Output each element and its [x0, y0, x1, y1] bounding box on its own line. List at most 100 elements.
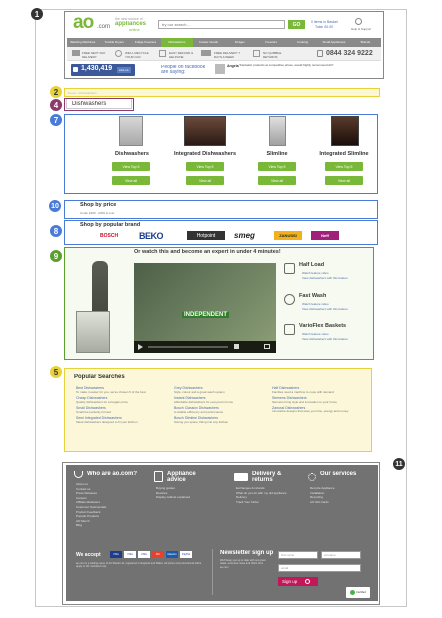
- nav-item-0[interactable]: Washing Machines: [70, 40, 96, 44]
- footer-link[interactable]: Buying guides: [156, 486, 175, 490]
- thumbs-up-icon: [73, 67, 78, 72]
- help-icon[interactable]: [355, 18, 362, 25]
- nav-item-4[interactable]: Cooker Hoods: [198, 40, 218, 44]
- footer-link[interactable]: Recycle Appliance: [310, 486, 335, 490]
- brand-beko[interactable]: BEKO: [139, 231, 164, 241]
- like-button[interactable]: Like us: [117, 67, 131, 73]
- category-name[interactable]: Integrated Dishwashers: [173, 151, 237, 157]
- annotation-box-11: [62, 462, 380, 605]
- popular-link[interactable]: Semi Integrated Dishwashers: [76, 416, 122, 420]
- surname-input[interactable]: surname: [321, 551, 361, 559]
- brand-bosch[interactable]: BOSCH: [100, 233, 119, 239]
- nav-item-9[interactable]: Brands: [360, 40, 371, 44]
- nav-item-2[interactable]: Fridge Freezers: [134, 40, 157, 44]
- basket-link[interactable]: 0 items in Basket: [311, 20, 338, 24]
- popular-link[interactable]: Best Dishwashers: [76, 386, 105, 390]
- footer-link[interactable]: Contact us: [76, 486, 91, 491]
- watch-video-link[interactable]: Watch feature video: [302, 332, 329, 336]
- help-label[interactable]: Help & Support: [351, 27, 372, 31]
- view-feature-link[interactable]: View dishwashers with this feature: [302, 276, 348, 280]
- view-top5-button[interactable]: View Top 5: [186, 162, 224, 171]
- footer-link[interactable]: Recycling: [310, 495, 324, 500]
- popular-link[interactable]: Cheap Dishwashers: [76, 396, 108, 400]
- footer-link[interactable]: Careers: [76, 495, 87, 500]
- view-all-button[interactable]: View all: [325, 176, 363, 185]
- price-links[interactable]: Under £300 · £300 & over: [80, 211, 115, 215]
- view-top5-button[interactable]: View Top 5: [258, 162, 296, 171]
- view-top5-button[interactable]: View Top 5: [325, 162, 363, 171]
- signup-button[interactable]: Sign up: [278, 577, 318, 586]
- social-bar: 1,430,419 Like us People on facebook are…: [67, 62, 381, 79]
- smile-icon: [74, 471, 83, 478]
- email-input[interactable]: email: [278, 564, 361, 572]
- footer-link[interactable]: Delivery: [236, 495, 247, 500]
- popular-title: Popular Searches: [74, 374, 125, 380]
- footer-link[interactable]: About us: [76, 482, 88, 486]
- view-top5-button[interactable]: View Top 5: [112, 162, 150, 171]
- footer-link[interactable]: Display cabinet explained: [156, 495, 191, 500]
- volume-icon[interactable]: [234, 344, 239, 349]
- popular-link[interactable]: Small Dishwashers: [76, 406, 106, 410]
- phone-number[interactable]: 0844 324 9222: [326, 50, 373, 57]
- footer-link[interactable]: Exchanges & refunds: [236, 486, 265, 490]
- video-controls[interactable]: [134, 341, 276, 353]
- view-all-button[interactable]: View all: [258, 176, 296, 185]
- category-tile[interactable]: Dishwashers View Top 5 View all: [102, 114, 162, 192]
- first-name-input[interactable]: first name: [278, 551, 318, 559]
- popular-desc: Innovative designs that save you time, e…: [272, 410, 349, 413]
- popular-link[interactable]: Siemens Dishwashers: [272, 396, 307, 400]
- footer-link[interactable]: Track Your Order: [236, 499, 259, 504]
- footer-link[interactable]: Popular Products: [76, 514, 100, 519]
- footer-link[interactable]: AO Gift Cards: [310, 499, 329, 504]
- footer-link[interactable]: Customer Testimonials: [76, 504, 107, 509]
- nav-item-6[interactable]: Freezers: [265, 40, 278, 44]
- integrated-slimline-image: [331, 116, 359, 146]
- view-feature-link[interactable]: View dishwashers with this feature: [302, 337, 348, 341]
- footer-link[interactable]: Product Feedback: [76, 509, 101, 514]
- nav-item-3[interactable]: Dishwashers: [161, 38, 193, 47]
- popular-link[interactable]: Instant Dishwashers: [174, 396, 206, 400]
- nav-item-1[interactable]: Tumble Dryers: [104, 40, 124, 44]
- watch-video-link[interactable]: Watch feature video: [302, 302, 329, 306]
- category-name[interactable]: Integrated Slimline: [319, 151, 369, 157]
- category-tile[interactable]: Slimline View Top 5 View all: [247, 114, 307, 192]
- watch-video-link[interactable]: Watch feature video: [302, 271, 329, 275]
- category-name[interactable]: Dishwashers: [115, 151, 149, 157]
- footer-link[interactable]: Blog: [76, 523, 83, 528]
- logo[interactable]: ao .com: [73, 12, 113, 36]
- search-go-button[interactable]: GO: [288, 20, 305, 29]
- view-all-button[interactable]: View all: [186, 176, 224, 185]
- play-icon[interactable]: [138, 344, 143, 350]
- nav-item-8[interactable]: Small Appliances: [322, 40, 346, 44]
- search-input[interactable]: try our search...: [158, 20, 285, 29]
- popular-link[interactable]: Half Dishwashers: [272, 386, 300, 390]
- category-tile[interactable]: Integrated Slimline View Top 5 View all: [311, 114, 377, 192]
- mastercard-icon: MC: [152, 551, 164, 558]
- footer-link[interactable]: Reviews: [156, 490, 168, 495]
- popular-link[interactable]: Zanussi Dishwashers: [272, 406, 306, 410]
- popular-link[interactable]: Bosch Slimline Dishwashers: [174, 416, 218, 420]
- brand-smeg[interactable]: smeg: [234, 231, 255, 240]
- footer-link[interactable]: What do you do with my old appliance: [236, 490, 287, 495]
- woman-with-dishwasher-image: [76, 261, 132, 355]
- footer-link[interactable]: Installation: [310, 490, 325, 495]
- category-name[interactable]: Slimline: [266, 151, 288, 157]
- nav-item-7[interactable]: Cooking: [297, 40, 309, 44]
- footer-link[interactable]: Press Releases: [76, 491, 98, 496]
- category-tile[interactable]: Integrated Dishwashers View Top 5 View a…: [170, 114, 240, 192]
- nav-item-5[interactable]: Fridges: [234, 40, 245, 44]
- video-player[interactable]: INDEPENDENT: [134, 263, 276, 353]
- popular-link[interactable]: Grey Dishwashers: [174, 386, 203, 390]
- brand-neff[interactable]: Neff: [311, 231, 339, 240]
- popular-link[interactable]: Bosch Classixx Dishwashers: [174, 406, 219, 410]
- footer-link[interactable]: AO Merch: [76, 518, 90, 523]
- certified-badge: Certified: [346, 587, 370, 598]
- footer-link[interactable]: Affiliate Marketers: [76, 500, 100, 505]
- view-feature-link[interactable]: View dishwashers with this feature: [302, 307, 348, 311]
- brand-hotpoint[interactable]: Hotpoint: [187, 231, 225, 240]
- fullscreen-icon[interactable]: [264, 344, 270, 349]
- clipboard-icon: [154, 471, 163, 482]
- progress-bar[interactable]: [148, 346, 228, 348]
- view-all-button[interactable]: View all: [112, 176, 150, 185]
- brand-zanussi[interactable]: ZANUSSI: [274, 231, 302, 240]
